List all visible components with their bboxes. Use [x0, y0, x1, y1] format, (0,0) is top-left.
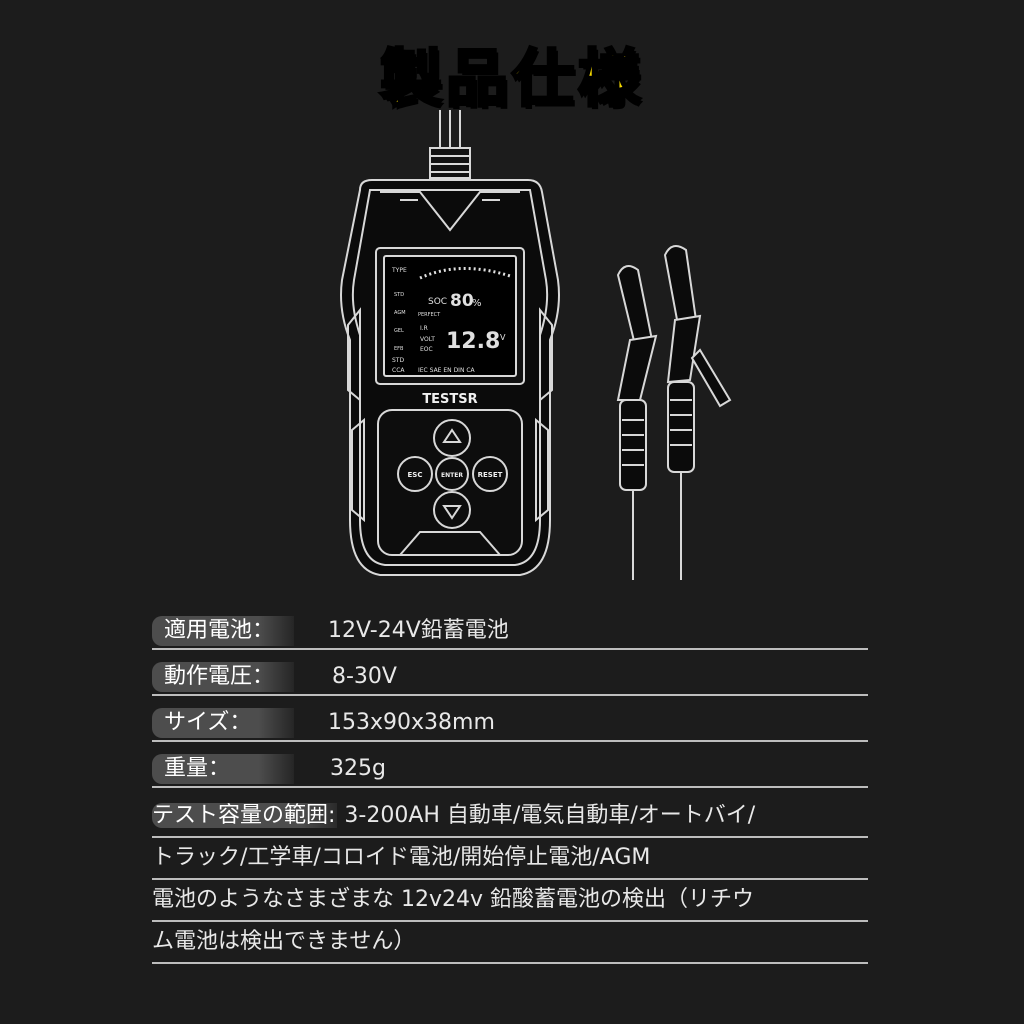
spec-row-battery: 適用電池： 12V-24V鉛蓄電池	[152, 614, 868, 650]
soc-value: 80	[450, 291, 474, 311]
test-range-label: テスト容量の範囲:	[152, 803, 338, 828]
cca-label: CCA	[392, 367, 405, 374]
standards-text: IEC SAE EN DIN CA	[418, 367, 476, 374]
reset-button: RESET	[478, 471, 503, 479]
voltage-value: 12.8	[446, 329, 500, 354]
side-label-gel: GEL	[394, 328, 404, 334]
voltage-unit: V	[500, 333, 506, 342]
spec-row-weight: 重量： 325g	[152, 752, 868, 788]
spec-label: 動作電圧：	[152, 662, 294, 692]
spec-value: 325g	[330, 756, 386, 781]
enter-button: ENTER	[441, 472, 463, 479]
soc-unit: %	[472, 298, 482, 309]
spec-value: 153x90x38mm	[328, 710, 495, 735]
esc-button: ESC	[408, 471, 423, 479]
ir-label: I.R	[420, 325, 428, 332]
soc-label: SOC	[428, 297, 447, 307]
test-range-line-2: トラック/工学車/コロイド電池/開始停止電池/AGM	[152, 840, 868, 880]
side-label-agm: AGM	[394, 310, 406, 316]
side-label-std: STD	[394, 292, 404, 298]
page-title: 製品仕様	[378, 41, 644, 117]
spec-value: 8-30V	[332, 664, 397, 689]
brand-label: TESTSR	[422, 392, 477, 407]
volt-label: VOLT	[420, 336, 435, 343]
side-label-efb: EFB	[394, 346, 404, 352]
test-range-line-4: ム電池は検出できません）	[152, 924, 868, 964]
spec-label: 適用電池：	[152, 616, 294, 646]
eoc-label: EOC	[420, 346, 433, 353]
spec-value: 12V-24V鉛蓄電池	[328, 618, 509, 643]
std-label: STD	[392, 357, 404, 364]
spec-label: サイズ：	[152, 708, 294, 738]
test-range-text: 3-200AH 自動車/電気自動車/オートバイ/	[337, 803, 756, 828]
type-label: TYPE	[391, 267, 407, 274]
spec-row-size: サイズ： 153x90x38mm	[152, 706, 868, 742]
spec-label: 重量：	[152, 754, 294, 784]
battery-tester-illustration: SOC 80 % PERFECT I.R VOLT EOC 12.8 V TYP…	[340, 110, 732, 580]
test-range-line-3: 電池のようなさまざまな 12v24v 鉛酸蓄電池の検出（リチウ	[152, 882, 868, 922]
spec-row-voltage: 動作電圧： 8-30V	[152, 660, 868, 696]
test-range-line-1: テスト容量の範囲: 3-200AH 自動車/電気自動車/オートバイ/	[152, 798, 868, 838]
perfect-label: PERFECT	[418, 312, 441, 318]
